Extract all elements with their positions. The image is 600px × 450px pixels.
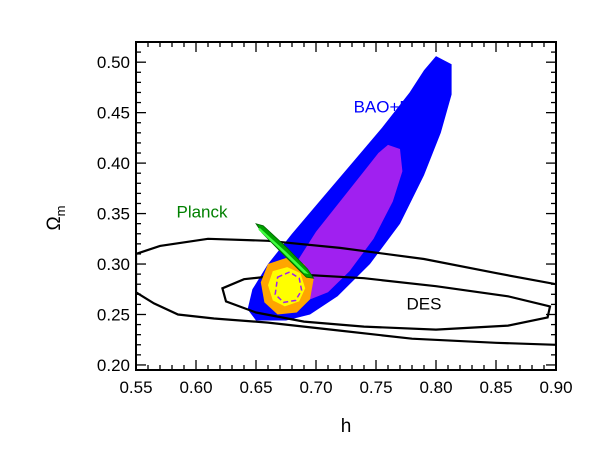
des-contour-95 [136,237,556,346]
x-tick-label: 0.90 [539,378,572,397]
x-tick-label: 0.70 [299,378,332,397]
x-tick-label: 0.65 [239,378,272,397]
annotation-planck: Planck [176,203,228,222]
bao-bbn-contour-68 [288,144,403,301]
planck-contour-68 [258,227,309,275]
x-tick-label: 0.55 [119,378,152,397]
y-tick-label: 0.45 [97,104,130,123]
annotation-bao-bbn: BAO+BBN [354,98,435,117]
y-tick-label: 0.35 [97,205,130,224]
x-tick-label: 0.80 [419,378,452,397]
plot-frame [135,41,557,371]
y-tick-label: 0.40 [97,154,130,173]
x-tick-label: 0.60 [179,378,212,397]
y-tick-label: 0.25 [97,305,130,324]
y-axis-label: Ωm [44,205,68,230]
y-tick-label: 0.50 [97,53,130,72]
x-tick-label: 0.75 [359,378,392,397]
axis-ticks [135,41,557,370]
bao-bbn-contour-95 [247,56,452,321]
x-axis-label: h [341,416,352,437]
y-axis-label-subscript: m [53,205,68,216]
y-tick-label: 0.30 [97,255,130,274]
annotation-des: DES [407,294,442,313]
y-axis-label-main: Ω [44,216,65,230]
des-contour-68 [221,272,552,331]
y-tick-label: 0.20 [97,356,130,375]
x-tick-label: 0.85 [479,378,512,397]
combined-dashed-contour [274,271,303,304]
contour-layer [136,56,556,346]
axis-tick-labels: 0.55 0.60 0.65 0.70 0.75 0.80 0.85 0.90 0.20 0.25… [97,53,573,397]
